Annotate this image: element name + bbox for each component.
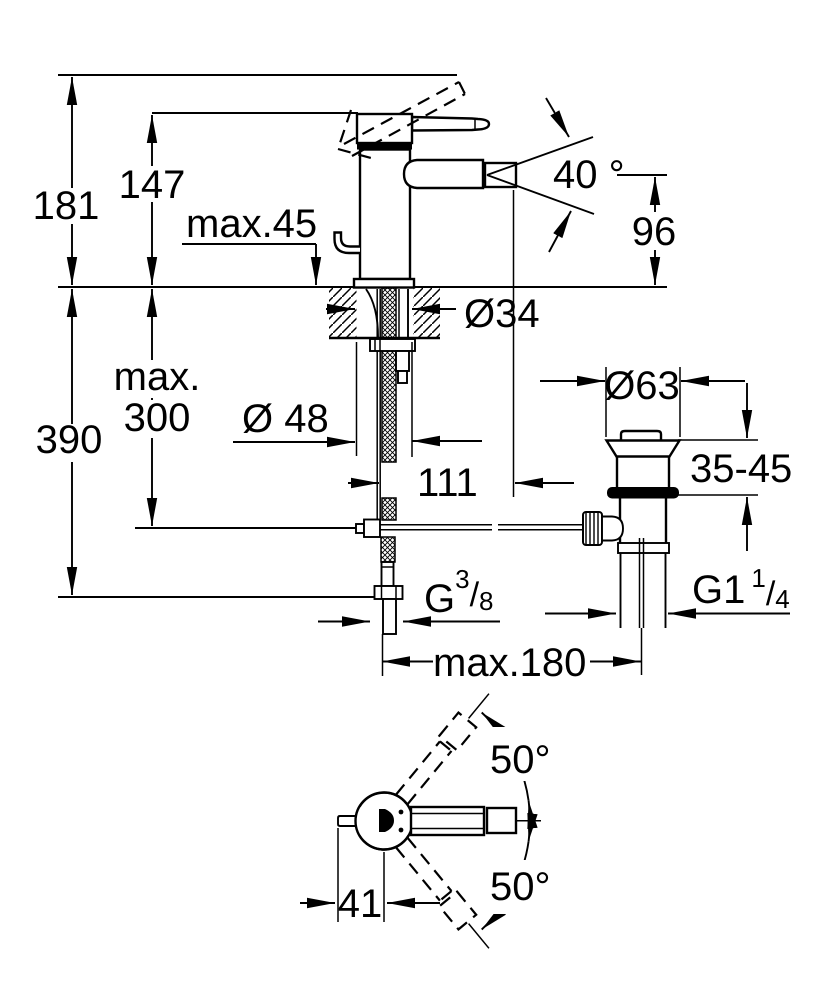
dim-dia34-label: Ø34 xyxy=(464,292,540,336)
o-ring xyxy=(607,487,679,499)
dim-3545: 35-45 xyxy=(677,383,798,551)
dim-41-label: 41 xyxy=(338,882,383,926)
dim-41: 41 xyxy=(300,828,440,926)
dim-max300-label1: max. xyxy=(114,355,201,399)
dim-3545-label: 35-45 xyxy=(690,447,792,491)
dim-max45: max.45 xyxy=(182,202,322,285)
reference-lines xyxy=(58,74,457,598)
dim-dia48-label: Ø 48 xyxy=(242,397,329,441)
popup-knob-top-view xyxy=(337,815,357,827)
dim-181-label: 181 xyxy=(33,184,100,228)
dim-390-label: 390 xyxy=(36,418,103,462)
handle-dashed-position xyxy=(336,81,466,160)
spout xyxy=(402,158,485,190)
handle-grip-top-view xyxy=(485,806,518,835)
dim-50top-label: 50° xyxy=(490,738,551,782)
cartridge-cap xyxy=(355,112,414,145)
dim-40deg: 40 ° xyxy=(486,97,625,253)
dim-dia63-label: Ø63 xyxy=(604,364,680,408)
dim-40deg-label: 40 ° xyxy=(553,153,625,197)
cap-ring xyxy=(357,143,412,150)
waste-flange xyxy=(604,439,682,458)
dim-181: 181 xyxy=(30,77,102,285)
dim-147: 147 xyxy=(118,115,186,285)
lever-handle xyxy=(410,115,491,132)
dim-96: 96 xyxy=(617,174,683,285)
dim-max300-label2: 300 xyxy=(124,396,191,440)
dim-dia34: Ø34 xyxy=(326,292,550,336)
actuator-stem xyxy=(601,515,624,542)
dim-390: 390 xyxy=(30,289,110,595)
popup-waste-assembly xyxy=(582,429,682,675)
hose-crimp xyxy=(380,561,395,587)
popup-rod xyxy=(355,518,583,538)
dim-max45-label: max.45 xyxy=(186,202,317,246)
dim-50bottom-label: 50° xyxy=(490,865,551,909)
base-plate xyxy=(352,277,416,289)
bottom-view: 50° 50° 41 xyxy=(300,693,570,949)
hose-nut xyxy=(373,585,404,600)
hose-end xyxy=(382,598,397,635)
dim-111-label: 111 xyxy=(417,461,478,505)
actuator-knob xyxy=(582,511,603,546)
dim-max180-label: max.180 xyxy=(433,641,586,685)
dim-111: 111 xyxy=(348,190,574,505)
dim-max300: max. 300 xyxy=(110,289,206,526)
handle-top-view xyxy=(409,805,486,837)
body xyxy=(358,148,412,281)
dim-147-label: 147 xyxy=(119,163,186,207)
mounting-nut xyxy=(369,338,416,352)
dim-max180: max.180 xyxy=(381,634,641,685)
shank-and-hose xyxy=(365,287,416,635)
waste-plug-cap xyxy=(619,429,663,441)
popup-knob xyxy=(333,231,360,255)
handle-swing-dashed-top xyxy=(395,693,490,805)
dim-96-label: 96 xyxy=(632,210,677,254)
dim-g38-label: G3/8 xyxy=(424,564,494,621)
faucet-side-view xyxy=(333,112,518,289)
dim-g38: G3/8 xyxy=(318,564,500,627)
handle-swing-dashed-bottom xyxy=(395,837,490,949)
dim-dia48: Ø 48 xyxy=(233,342,482,457)
dim-dia63: Ø63 xyxy=(540,364,745,437)
outlet xyxy=(379,809,394,832)
